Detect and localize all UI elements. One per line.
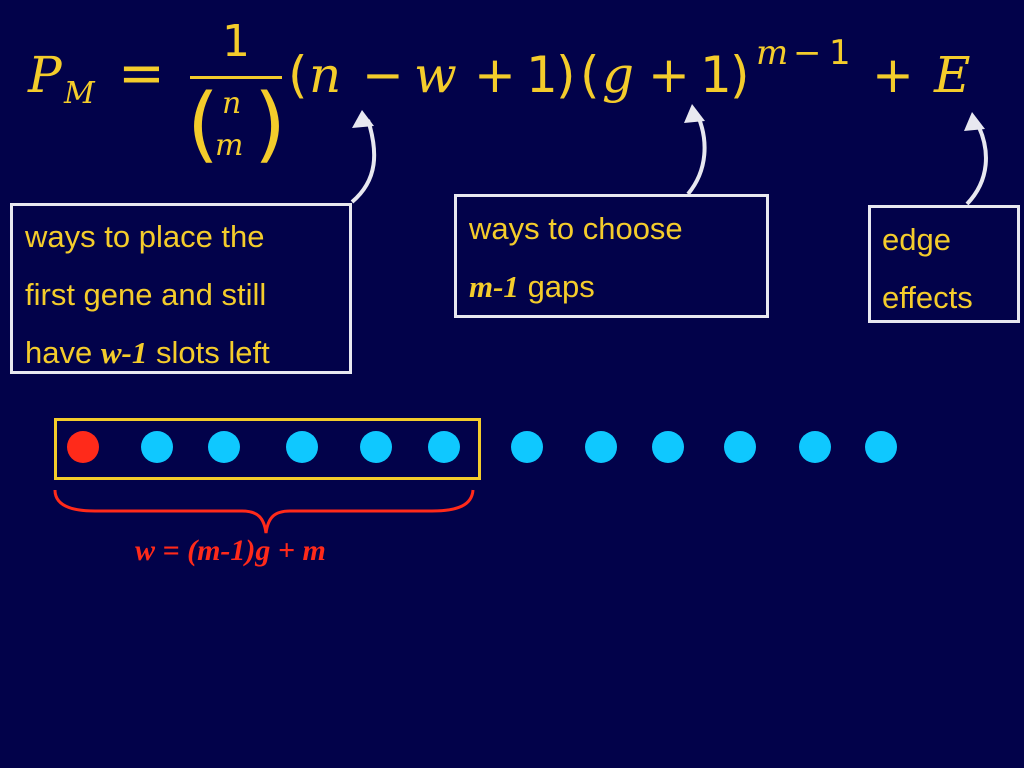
bead-outside-window <box>652 431 684 463</box>
factor2-g: g <box>602 46 634 104</box>
callout-gaps-suffix: gaps <box>527 269 595 304</box>
binom-top: n <box>222 86 241 121</box>
bead-in-window <box>141 431 173 463</box>
bead-outside-window <box>724 431 756 463</box>
bead-outside-window <box>799 431 831 463</box>
factor1-plus: + <box>474 46 516 104</box>
callout-first-gene-prefix: have <box>25 335 93 370</box>
callout-edge: edge effects <box>868 205 1020 323</box>
binom-left-paren: ( <box>187 77 219 172</box>
callout-gaps-var: m-1 <box>469 269 519 304</box>
callout-gaps-line1: ways to choose <box>469 211 683 246</box>
callout-first-gene-line3: have w-1 slots left <box>25 324 349 382</box>
factor1-n: n <box>309 46 341 104</box>
binom-right-paren: ) <box>254 77 286 172</box>
formula: P M = 1 ( n m ) ( n − w + 1 ) ( g + 1 ) … <box>27 16 971 172</box>
callout-gaps: ways to choose m-1 gaps <box>454 194 769 318</box>
bead-in-window <box>208 431 240 463</box>
factor1-w: w <box>414 46 457 104</box>
callout-first-gene-var: w-1 <box>100 335 148 370</box>
formula-final-e: E <box>933 46 971 104</box>
callout-first-gene-suffix: slots left <box>155 335 270 370</box>
bead-first-gene <box>67 431 99 463</box>
formula-final-plus: + <box>872 46 914 104</box>
callout-edge-line1: edge <box>882 222 951 257</box>
formula-numerator: 1 <box>222 16 250 67</box>
fraction-bar <box>190 76 282 79</box>
callout-edge-line2: effects <box>882 280 973 315</box>
factor2-one: 1 <box>700 46 732 104</box>
factor1-close: ) <box>556 46 576 104</box>
bead-outside-window <box>585 431 617 463</box>
factor1-open: ( <box>288 46 308 104</box>
bead-in-window <box>428 431 460 463</box>
window-box <box>54 418 481 480</box>
callout-first-gene-line2: first gene and still <box>25 277 267 312</box>
bead-outside-window <box>865 431 897 463</box>
exponent-one: 1 <box>829 33 851 73</box>
exponent-minus: − <box>793 33 822 73</box>
exponent-m: m <box>756 33 788 73</box>
factor2-plus: + <box>648 46 690 104</box>
window-label: w = (m-1)g + m <box>135 534 326 567</box>
callout-first-gene-line1: ways to place the <box>25 219 265 254</box>
factor1-minus: − <box>362 46 404 104</box>
bead-in-window <box>286 431 318 463</box>
factor1-one: 1 <box>526 46 558 104</box>
formula-lhs-symbol: P <box>27 46 63 104</box>
formula-lhs-subscript: M <box>63 76 96 111</box>
formula-equals: = <box>118 41 165 106</box>
window-brace <box>53 489 475 534</box>
callout-first-gene: ways to place the first gene and still h… <box>10 203 352 374</box>
factor2-open: ( <box>580 46 600 104</box>
binom-bottom: m <box>215 128 243 163</box>
callout-gaps-line2: m-1 gaps <box>469 258 766 316</box>
bead-outside-window <box>511 431 543 463</box>
bead-in-window <box>360 431 392 463</box>
factor2-close: ) <box>730 46 750 104</box>
